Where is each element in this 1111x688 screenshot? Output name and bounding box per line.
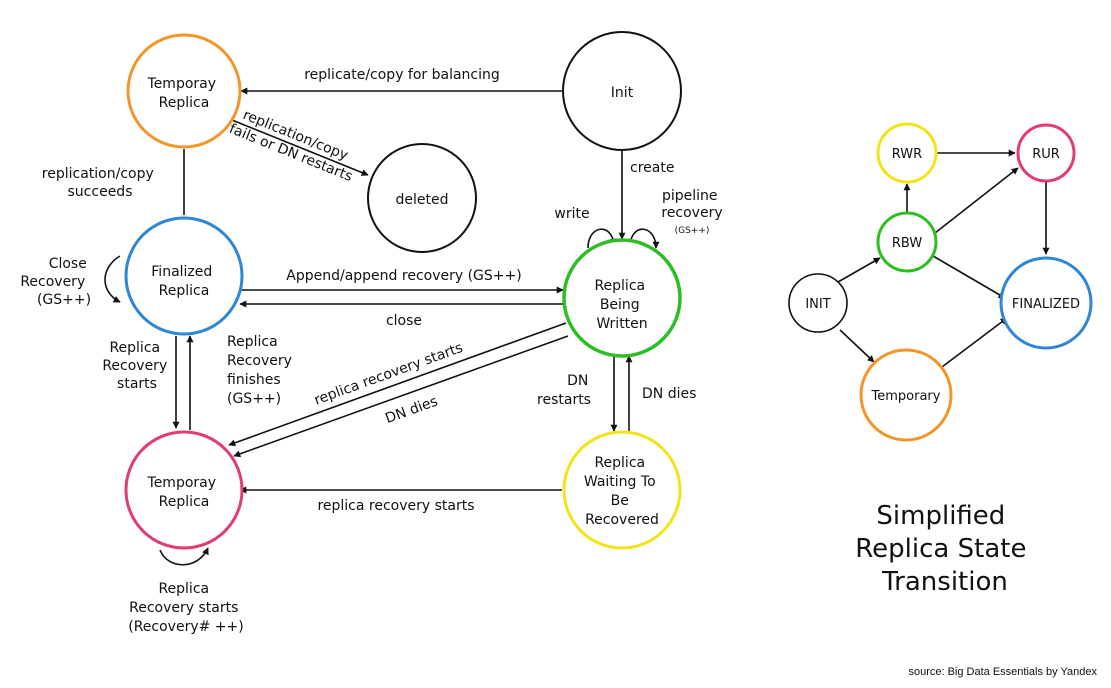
label-line: Recovered <box>585 512 659 528</box>
node-finalized <box>124 216 244 336</box>
label-line: (GS++) <box>227 391 281 407</box>
source-note: source: Big Data Essentials by Yandex <box>908 666 1097 678</box>
label-line: DN <box>567 373 588 389</box>
node-rwr <box>562 430 682 550</box>
simplified-nodes: RWR RUR RBW INIT FINALIZED Temporary <box>788 122 1093 442</box>
label-line: Written <box>596 316 647 332</box>
edge-rbw-dn-dies <box>233 335 569 458</box>
node-s-rbw-label: RBW <box>892 236 922 251</box>
title-line: Transition <box>881 567 1008 597</box>
label-line: Replica <box>159 95 210 111</box>
node-rbw <box>562 238 682 358</box>
node-s-rbw <box>876 211 938 273</box>
label-rbw-to-finalized: close <box>386 313 422 329</box>
label-finalized-to-rbw: Append/append recovery (GS++) <box>286 268 521 284</box>
simplified-edges <box>837 149 1050 371</box>
label-rbw-pipeline-gs: (GS++) <box>675 226 710 236</box>
node-rbw-label: Replica Being Written <box>594 278 649 332</box>
label-line: Replica <box>158 581 209 597</box>
node-s-init-label: INIT <box>805 297 830 312</box>
node-s-rur <box>1016 123 1076 183</box>
node-rwr-label: Replica Waiting To Be Recovered <box>584 455 660 528</box>
title-line: Replica State <box>855 534 1026 564</box>
label-rbw-to-temporary-bottom: replica recovery starts <box>312 340 465 409</box>
node-init-label: Init <box>611 85 634 101</box>
edge-temporary-bottom-self-loop <box>159 547 209 566</box>
label-line: Close <box>49 256 87 272</box>
node-temporary-top-label: Temporay Replica <box>147 76 221 111</box>
title-line: Simplified <box>876 501 1005 531</box>
node-s-init <box>788 273 848 333</box>
node-temporary-top <box>126 33 242 149</box>
label-line: restarts <box>537 392 591 408</box>
main-node-labels: Temporay Replica Init deleted Finalized … <box>147 76 660 528</box>
label-rwr-to-rbw: DN dies <box>642 386 696 402</box>
label-finalized-to-temporary-bottom: Replica Recovery starts <box>102 340 171 392</box>
label-rbw-write: write <box>554 206 589 222</box>
edge-s-init-to-rbw <box>837 257 881 283</box>
label-line: Replica <box>159 283 210 299</box>
label-line: (Recovery# ++) <box>128 619 243 635</box>
label-line: Being <box>600 297 640 313</box>
edge-temporary-to-deleted <box>231 119 369 176</box>
label-init-to-temporary: replicate/copy for balancing <box>304 67 500 83</box>
main-nodes <box>124 31 682 550</box>
label-line: Replica <box>227 334 278 350</box>
label-line: deleted <box>396 192 449 208</box>
label-line: Replica <box>594 455 645 471</box>
label-line: Temporay <box>147 76 217 92</box>
node-s-temporary <box>859 348 953 442</box>
node-s-rwr <box>876 122 938 184</box>
edge-s-init-to-temporary <box>839 329 875 363</box>
label-rwr-to-temporary-bottom: replica recovery starts <box>317 498 474 514</box>
label-temporary-to-finalized: replication/copy succeeds <box>42 166 158 200</box>
label-line: (GS++) <box>37 292 91 308</box>
node-init <box>562 31 682 151</box>
label-temporary-bottom-self: Replica Recovery starts (Recovery# ++) <box>128 581 243 635</box>
label-line: Temporay <box>147 475 217 491</box>
label-temporary-bottom-to-finalized: Replica Recovery finishes (GS++) <box>227 334 296 407</box>
label-finalized-self: Close Recovery (GS++) <box>20 256 91 308</box>
edge-s-rbw-to-finalized <box>932 255 1006 299</box>
node-s-finalized-label: FINALIZED <box>1012 297 1080 312</box>
node-s-temporary-label: Temporary <box>871 389 941 404</box>
label-line: recovery <box>661 205 722 221</box>
label-line: Recovery starts <box>129 600 238 616</box>
node-temporary-bottom <box>124 430 244 550</box>
node-temporary-bottom-label: Temporay Replica <box>147 475 221 510</box>
node-s-rwr-label: RWR <box>892 147 922 162</box>
label-line: succeeds <box>68 184 133 200</box>
label-line: Init <box>611 85 634 101</box>
edge-rbw-to-temporary-bottom <box>228 322 567 447</box>
label-line: starts <box>117 376 157 392</box>
label-line: finishes <box>227 372 281 388</box>
label-rbw-pipeline: pipeline recovery <box>661 188 722 221</box>
label-line: Waiting To <box>584 474 656 490</box>
label-rbw-to-rwr: DN restarts <box>537 373 593 408</box>
label-line: Recovery <box>227 353 292 369</box>
label-line: replication/copy <box>42 166 154 182</box>
label-line: Replica <box>159 494 210 510</box>
label-line: Replica <box>109 340 160 356</box>
node-s-rur-label: RUR <box>1032 147 1060 162</box>
label-line: Finalized <box>151 264 212 280</box>
node-finalized-label: Finalized Replica <box>151 264 216 299</box>
edge-s-temporary-to-finalized <box>937 317 1008 371</box>
label-line: pipeline <box>662 188 718 204</box>
label-line: Replica <box>594 278 645 294</box>
simplified-title: Simplified Replica State Transition <box>855 501 1034 597</box>
label-line: Be <box>611 493 629 509</box>
label-init-to-rbw: create <box>630 160 674 176</box>
node-deleted-label: deleted <box>396 192 449 208</box>
edge-s-rbw-to-rur <box>934 167 1019 234</box>
label-line: Recovery <box>20 274 85 290</box>
node-deleted <box>367 143 477 253</box>
edge-finalized-self-loop <box>104 255 121 303</box>
label-line: Recovery <box>102 358 167 374</box>
node-s-finalized <box>999 256 1093 350</box>
